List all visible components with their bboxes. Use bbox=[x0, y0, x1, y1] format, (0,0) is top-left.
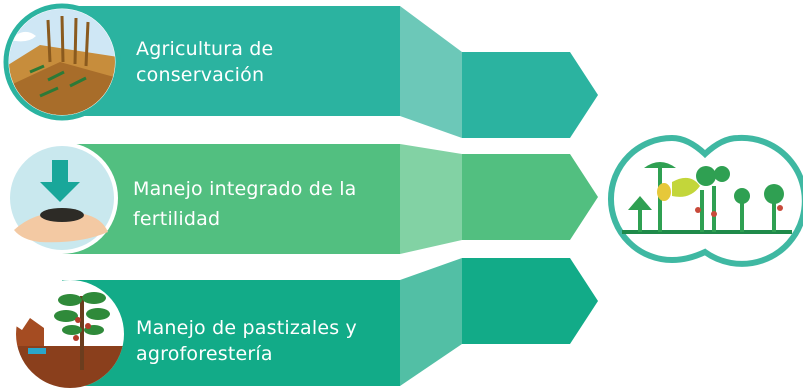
hand-soil-arrow-icon bbox=[6, 142, 118, 254]
row-3-connector bbox=[400, 258, 462, 386]
row-1-arrow bbox=[462, 52, 598, 138]
row-agricultura bbox=[62, 6, 598, 138]
row-label: Manejo integrado de la fertilidad bbox=[133, 178, 357, 230]
row-1-connector bbox=[400, 6, 462, 138]
row-1-banner bbox=[62, 6, 400, 116]
row-label: Agricultura de conservación bbox=[136, 38, 274, 86]
crop-diversity-icon bbox=[608, 134, 803, 267]
row-label: Manejo de pastizales y agroforestería bbox=[136, 317, 357, 365]
row-fertilidad bbox=[62, 144, 598, 254]
row-2-arrow bbox=[462, 154, 598, 240]
row-2-connector bbox=[400, 144, 462, 254]
row-3-arrow bbox=[462, 258, 598, 344]
row-2-banner bbox=[62, 144, 400, 254]
row-3-banner bbox=[62, 280, 400, 386]
row-pastizales bbox=[62, 258, 598, 386]
farm-field-icon bbox=[3, 3, 121, 121]
